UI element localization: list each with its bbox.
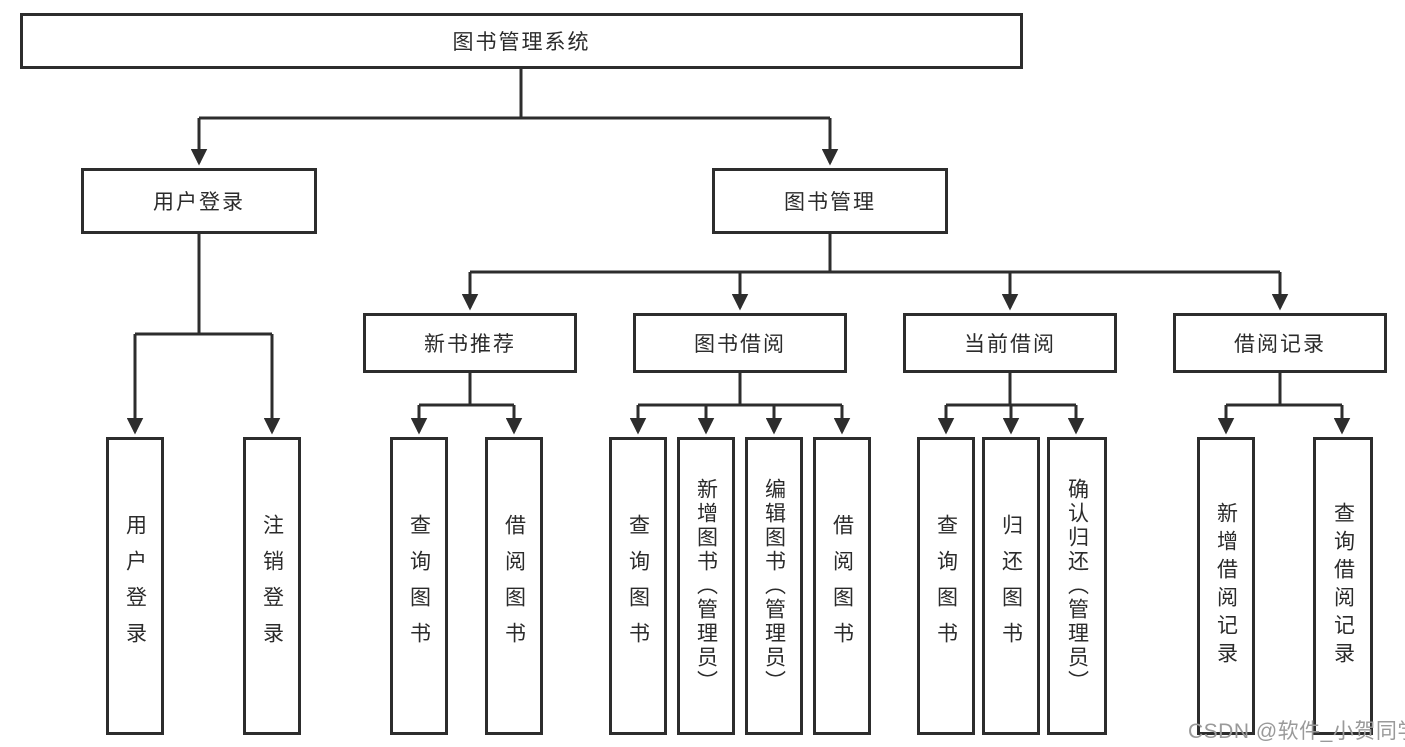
leaf-query-books-recommend: 查询图书 [390, 437, 448, 735]
leaf-query-books-current: 查询图书 [917, 437, 975, 735]
leaf-borrow-books-recommend: 借阅图书 [485, 437, 543, 735]
leaf-query-borrow-record: 查询借阅记录 [1313, 437, 1373, 735]
leaf-logout: 注销登录 [243, 437, 301, 735]
node-current-borrowing: 当前借阅 [903, 313, 1117, 373]
leaf-edit-books-admin: 编辑图书（管理员） [745, 437, 803, 735]
leaf-add-borrow-record: 新增借阅记录 [1197, 437, 1255, 735]
node-library-system: 图书管理系统 [20, 13, 1023, 69]
leaf-borrow-books: 借阅图书 [813, 437, 871, 735]
node-book-management: 图书管理 [712, 168, 948, 234]
node-new-book-recommend: 新书推荐 [363, 313, 577, 373]
node-book-borrowing: 图书借阅 [633, 313, 847, 373]
leaf-confirm-return-admin: 确认归还（管理员） [1047, 437, 1107, 735]
leaf-return-books: 归还图书 [982, 437, 1040, 735]
leaf-user-login: 用户登录 [106, 437, 164, 735]
node-user-login: 用户登录 [81, 168, 317, 234]
node-borrowing-records: 借阅记录 [1173, 313, 1387, 373]
csdn-watermark: CSDN @软件_小贺同学 [1188, 720, 1405, 743]
leaf-add-books-admin: 新增图书（管理员） [677, 437, 735, 735]
leaf-query-books-borrowing: 查询图书 [609, 437, 667, 735]
